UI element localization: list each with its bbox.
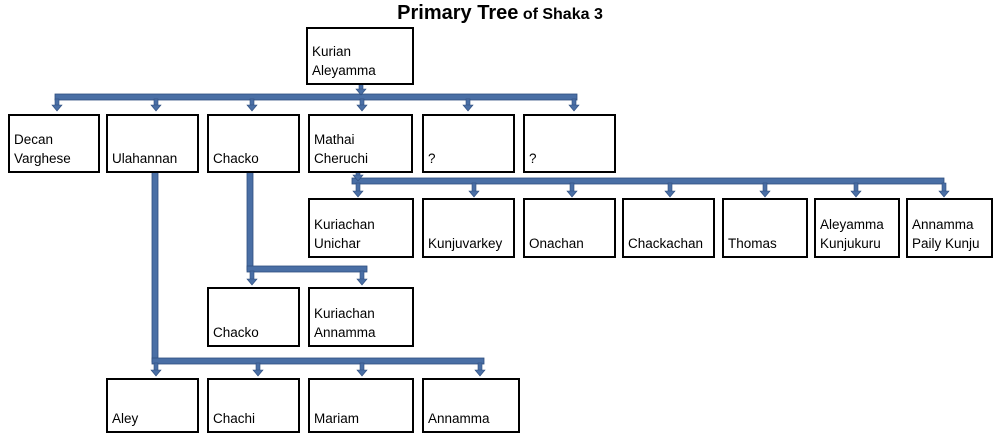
node-annamma: Annamma — [422, 378, 520, 433]
node-label: Chacko — [213, 149, 296, 168]
node-label-line: Chackachan — [628, 236, 704, 251]
node-mariam: Mariam — [308, 378, 414, 433]
connector-ulahannan-drop — [151, 171, 159, 363]
node-ulahannan: Ulahannan — [106, 114, 199, 173]
connector-arrow — [252, 362, 264, 377]
node-label: Mariam — [314, 409, 410, 428]
connector-arrow — [566, 182, 578, 198]
node-label-line: Kuriachan — [314, 217, 375, 232]
node-label-line: Chacko — [213, 325, 259, 340]
node-label-line: Kurian — [312, 44, 352, 59]
connector-generation-1 — [54, 93, 578, 101]
node-chacko: Chacko — [207, 114, 300, 173]
node-label: Aley — [112, 409, 195, 428]
node-label-line: Thomas — [728, 236, 777, 251]
node-thomas: Thomas — [722, 198, 808, 258]
connector-chacko-children — [246, 265, 368, 273]
node-label-line: Annamma — [912, 217, 974, 232]
node-aley: Aley — [106, 378, 199, 433]
connector-arrow — [462, 98, 474, 112]
connector-arrow — [150, 362, 162, 377]
connector-arrow — [355, 82, 367, 96]
node-label-line: Cheruchi — [314, 151, 369, 166]
node-label-line: Unichar — [314, 236, 361, 251]
node-chacko-child: Chacko — [207, 287, 300, 347]
connector-arrowheads — [51, 82, 950, 377]
node-label-line: Chachi — [213, 411, 256, 426]
connector-arrow — [664, 182, 676, 198]
connector-arrow — [356, 270, 368, 286]
node-label: ? — [428, 149, 511, 168]
node-chackachan: Chackachan — [622, 198, 715, 258]
node-label-line: Decan — [14, 132, 54, 147]
connector-arrow — [150, 98, 162, 112]
connector-arrow — [352, 182, 364, 198]
connector-arrow — [938, 182, 950, 198]
node-label-line: ? — [529, 151, 537, 166]
connector-ulahannan-children — [151, 357, 485, 365]
node-label-line: Kunjuvarkey — [428, 236, 503, 251]
title-main: Primary Tree — [397, 2, 519, 24]
connector-arrow — [468, 182, 480, 198]
node-label-line: Mathai — [314, 132, 355, 147]
node-label-line: Onachan — [529, 236, 584, 251]
node-label-line: Annamma — [428, 411, 490, 426]
node-kunjuvarkey: Kunjuvarkey — [422, 198, 515, 258]
connector-mathai-children — [351, 177, 945, 185]
connector-chacko-drop — [246, 171, 254, 271]
node-label-line: Annamma — [314, 325, 376, 340]
node-label-line: Paily Kunju — [912, 236, 980, 251]
node-label-line: Kunjukuru — [820, 236, 881, 251]
connector-arrow — [356, 98, 368, 112]
connector-arrow — [51, 98, 63, 112]
node-label-line: Aley — [112, 411, 139, 426]
node-label-line: Aleyamma — [312, 63, 376, 78]
node-label: Chachi — [213, 409, 296, 428]
connector-arrow — [246, 270, 258, 286]
node-label: Onachan — [529, 234, 612, 253]
node-label: ? — [529, 149, 612, 168]
node-label: Thomas — [728, 234, 804, 253]
node-label-line: Mariam — [314, 411, 360, 426]
node-label: Chacko — [213, 323, 296, 342]
diagram-title: Primary Tree of Shaka 3 — [0, 2, 1000, 25]
connector-arrow — [356, 362, 368, 377]
connector-arrow — [568, 98, 580, 112]
connector-arrow — [474, 362, 486, 377]
node-label-line: Varghese — [14, 151, 71, 166]
node-onachan: Onachan — [523, 198, 616, 258]
node-unknown-2: ? — [523, 114, 616, 173]
connector-arrow — [850, 182, 862, 198]
node-label: Kunjuvarkey — [428, 234, 511, 253]
connector-arrow — [759, 182, 771, 198]
node-label-line: ? — [428, 151, 436, 166]
connector-arrow — [246, 98, 258, 112]
node-label-line: Aleyamma — [820, 217, 884, 232]
title-sub: of Shaka 3 — [522, 6, 603, 23]
node-label: Chackachan — [628, 234, 711, 253]
node-chachi: Chachi — [207, 378, 300, 433]
node-label: Ulahannan — [112, 149, 195, 168]
node-label-line: Kuriachan — [314, 306, 375, 321]
node-label-line: Ulahannan — [112, 151, 178, 166]
node-unknown-1: ? — [422, 114, 515, 173]
node-label-line: Chacko — [213, 151, 259, 166]
node-label: Annamma — [428, 409, 516, 428]
